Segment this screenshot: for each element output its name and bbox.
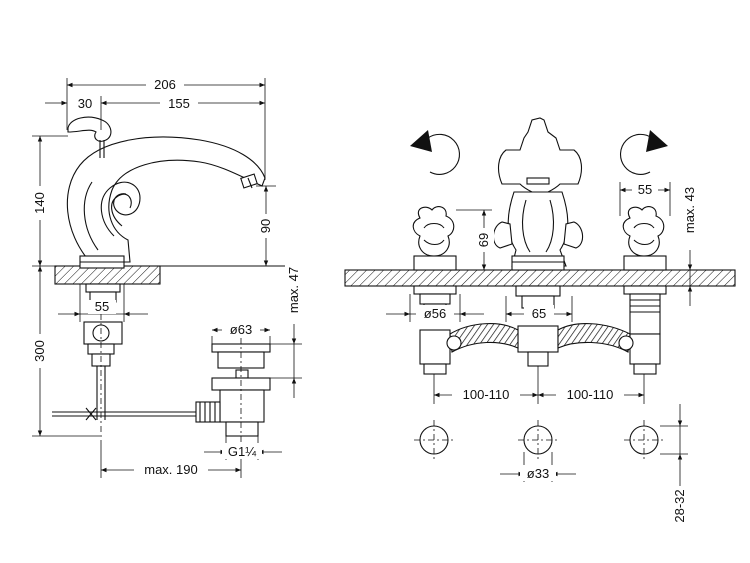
dim-below-deck: 300 — [32, 340, 47, 362]
dim-max-drain: max. 190 — [144, 462, 197, 477]
dim-spout-height: 90 — [258, 219, 273, 233]
dim-spread-left: 100-110 — [463, 387, 510, 402]
dim-center-width: 65 — [532, 306, 546, 321]
dim-handle-height: 69 — [476, 233, 491, 247]
center-spout-front — [492, 117, 584, 367]
dim-hole-diameter: ø56 — [424, 306, 446, 321]
mounting-holes — [414, 420, 664, 460]
front-deck-slab — [344, 269, 736, 287]
dim-spread-right: 100-110 — [567, 387, 614, 402]
side-view: 206 30 155 140 90 55 300 — [30, 76, 302, 478]
dim-total-length: 206 — [154, 77, 176, 92]
spout-body — [66, 136, 266, 263]
side-underdeck-fitting — [52, 283, 200, 440]
left-braided-hose — [449, 323, 519, 353]
dim-base-width: 55 — [95, 299, 109, 314]
drain-assembly — [195, 338, 271, 448]
left-handle — [412, 206, 457, 375]
dim-spout-reach: 155 — [168, 96, 190, 111]
dim-drain-diameter: ø63 — [230, 322, 252, 337]
lever-handle — [67, 116, 112, 158]
dim-hole-range: 28-32 — [672, 489, 687, 522]
clockwise-arrow-icon — [619, 130, 668, 175]
dim-drain-thread: G1¼ — [228, 444, 256, 459]
dim-deck-max: max. 43 — [682, 187, 697, 233]
counterclockwise-arrow-icon — [410, 130, 461, 175]
right-braided-hose — [557, 323, 631, 353]
dim-hole-size: ø33 — [527, 466, 549, 481]
dim-height: 140 — [32, 192, 47, 214]
right-handle — [622, 206, 667, 375]
front-view: 69 55 max. 43 ø56 65 100-110 — [344, 117, 736, 523]
dim-deck-thickness: max. 47 — [286, 267, 301, 313]
dim-handle-width: 55 — [638, 182, 652, 197]
dim-offset: 30 — [78, 96, 92, 111]
side-deck-slab — [54, 265, 161, 285]
